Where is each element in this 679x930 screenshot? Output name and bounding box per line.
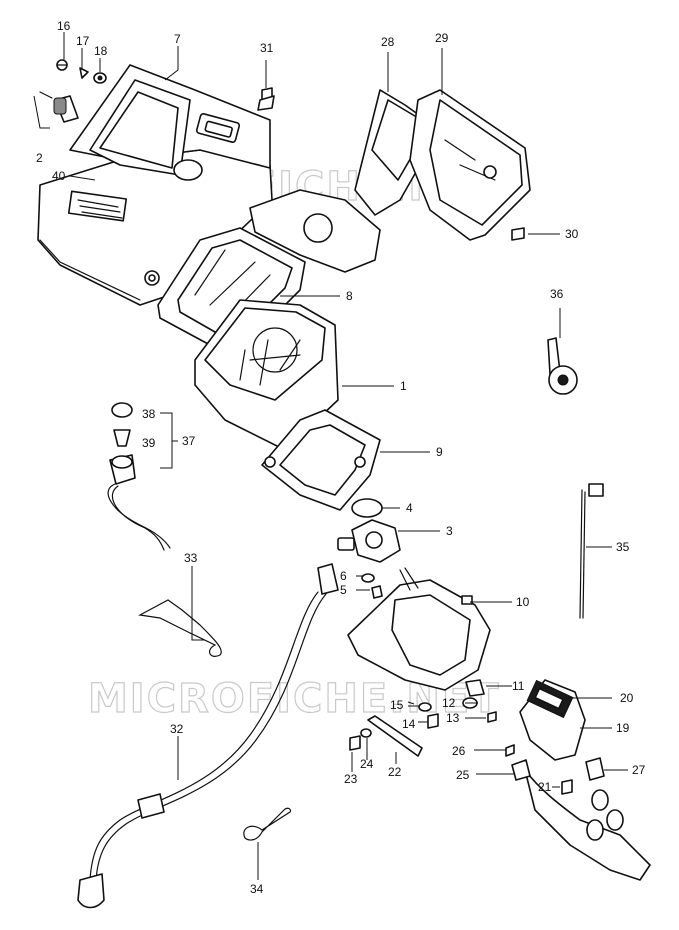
part-labels: 16 17 18 7 31 28 29 2 40 30 8 36 1 38 39… (36, 19, 646, 896)
part-label-31: 31 (260, 41, 274, 55)
part-label-26: 26 (452, 744, 466, 758)
part-label-28: 28 (381, 35, 395, 49)
meter-case (194, 299, 339, 451)
part-label-33: 33 (184, 551, 198, 565)
meter-cover (37, 64, 273, 306)
part-label-25: 25 (456, 768, 470, 782)
part-label-34: 34 (250, 882, 264, 896)
part-label-35: 35 (616, 540, 630, 554)
wire-clip-33 (138, 599, 222, 657)
part-label-5: 5 (340, 583, 347, 597)
screw-set-top-left (56, 59, 107, 84)
part-label-9: 9 (436, 445, 443, 459)
meter-bracket (261, 409, 381, 511)
part-label-39: 39 (142, 436, 156, 450)
part-label-6: 6 (340, 569, 347, 583)
part-label-19: 19 (616, 721, 630, 735)
part-label-12: 12 (442, 696, 456, 710)
part-label-16: 16 (57, 19, 71, 33)
part-label-20: 20 (620, 691, 634, 705)
gear-fasteners (361, 573, 383, 599)
speedometer-gear (337, 519, 401, 563)
part-label-36: 36 (550, 287, 564, 301)
part-label-7: 7 (174, 32, 181, 46)
part-label-1: 1 (400, 379, 407, 393)
leader-lines (63, 32, 628, 880)
cable-tie (579, 483, 604, 619)
part-label-22: 22 (388, 765, 402, 779)
part-label-10: 10 (516, 595, 530, 609)
part-label-30: 30 (565, 227, 579, 241)
cable-clip-34 (243, 807, 292, 841)
part-label-38: 38 (142, 407, 156, 421)
part-label-21: 21 (538, 780, 552, 794)
plate-fasteners (349, 728, 372, 751)
speedometer-cable (77, 563, 339, 909)
screw-31 (257, 87, 275, 111)
part-label-13: 13 (446, 711, 460, 725)
part-label-17: 17 (76, 34, 90, 48)
part-label-14: 14 (402, 717, 416, 731)
part-label-2: 2 (36, 151, 43, 165)
part-label-8: 8 (346, 289, 353, 303)
part-label-37: 37 (182, 434, 196, 448)
indicator-harness (505, 679, 651, 881)
part-label-11: 11 (512, 679, 525, 693)
part-label-4: 4 (406, 501, 413, 515)
part-label-24: 24 (360, 757, 374, 771)
bulb-socket-assembly (107, 402, 178, 551)
o-ring (351, 498, 383, 518)
part-label-18: 18 (94, 44, 108, 58)
part-label-15: 15 (390, 698, 404, 712)
part-label-3: 3 (446, 524, 453, 538)
part-label-32: 32 (170, 722, 184, 736)
part-label-40: 40 (52, 169, 66, 183)
screw-30 (511, 227, 525, 241)
meter-housing-rear (409, 89, 531, 241)
holder-plate (367, 715, 423, 757)
lower-bracket (347, 567, 491, 691)
cable-clamp (547, 337, 578, 395)
part-label-27: 27 (632, 763, 646, 777)
adjuster-knob (33, 91, 79, 129)
part-label-23: 23 (344, 772, 358, 786)
part-label-29: 29 (435, 31, 449, 45)
